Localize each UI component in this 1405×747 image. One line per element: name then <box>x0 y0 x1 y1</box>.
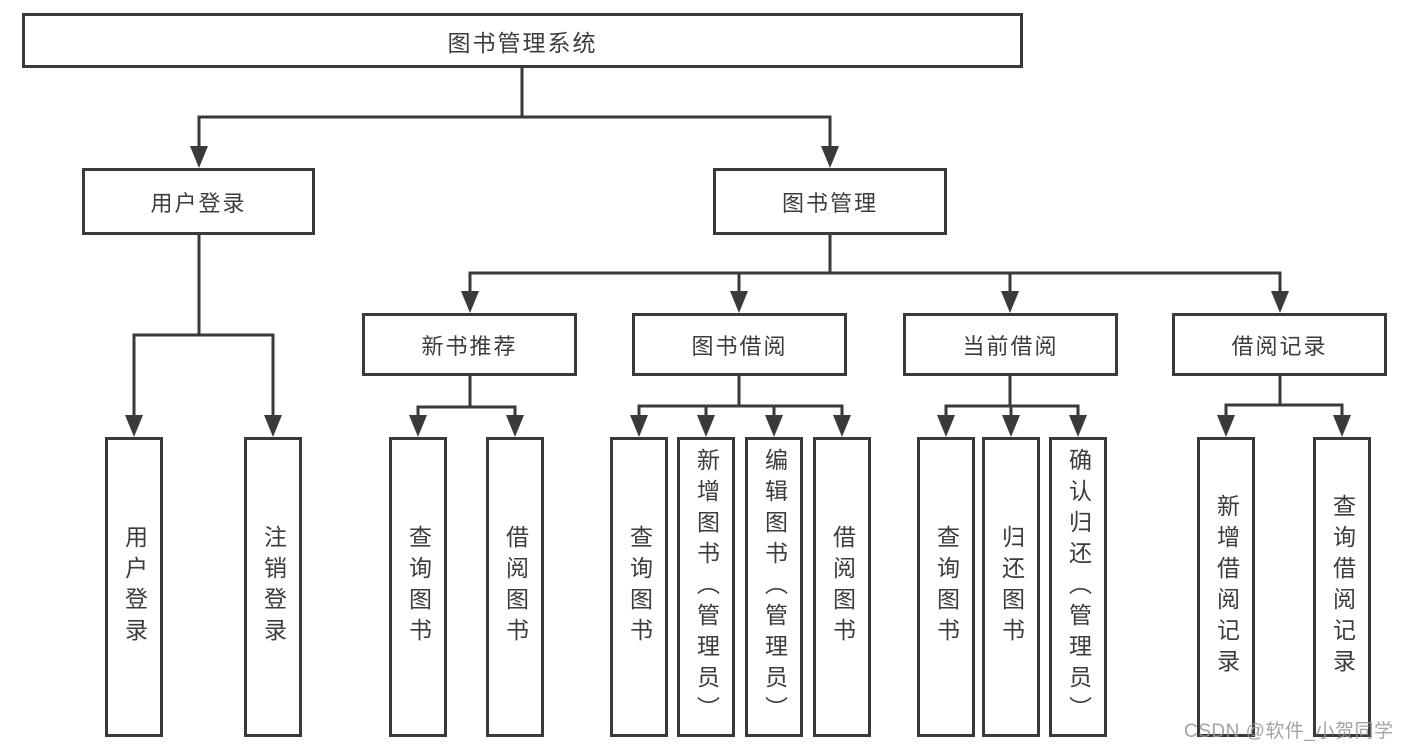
leaf-return-books: 归还图书 <box>982 437 1040 737</box>
node-library-system: 图书管理系统 <box>22 13 1023 68</box>
node-borrowing-records: 借阅记录 <box>1172 313 1387 376</box>
node-library-system-label: 图书管理系统 <box>447 29 598 56</box>
leaf-add-books-admin: 新增图书（管理员） <box>677 437 735 737</box>
leaf-query-books-newbook: 查询图书 <box>389 437 447 737</box>
leaf-borrow-books-borrow-label: 借阅图书 <box>829 525 856 649</box>
node-user-login: 用户登录 <box>82 168 315 235</box>
leaf-logout: 注销登录 <box>244 437 302 737</box>
csdn-watermark: CSDN @软件_小贺同学 <box>1184 721 1394 742</box>
leaf-query-books-newbook-label: 查询图书 <box>405 525 432 649</box>
node-book-management: 图书管理 <box>713 168 947 235</box>
node-current-borrowing-label: 当前借阅 <box>962 333 1059 359</box>
leaf-user-login-label: 用户登录 <box>121 525 148 649</box>
leaf-query-books-borrow: 查询图书 <box>610 437 668 737</box>
node-user-login-label: 用户登录 <box>150 190 247 216</box>
node-new-book-recommendation: 新书推荐 <box>362 313 577 376</box>
leaf-edit-books-admin-label: 编辑图书（管理员） <box>761 447 788 727</box>
leaf-query-borrow-record: 查询借阅记录 <box>1313 437 1371 737</box>
node-book-management-label: 图书管理 <box>781 190 878 216</box>
leaf-add-books-admin-label: 新增图书（管理员） <box>693 447 720 727</box>
node-new-book-recommendation-label: 新书推荐 <box>421 333 518 359</box>
leaf-confirm-return-admin: 确认归还（管理员） <box>1049 437 1107 737</box>
leaf-borrow-books-borrow: 借阅图书 <box>813 437 871 737</box>
node-book-borrowing-label: 图书借阅 <box>691 333 788 359</box>
leaf-query-books-current-label: 查询图书 <box>933 525 960 649</box>
node-book-borrowing: 图书借阅 <box>632 313 847 376</box>
leaf-add-borrow-record: 新增借阅记录 <box>1197 437 1255 737</box>
arrowheads <box>125 146 1351 437</box>
node-current-borrowing: 当前借阅 <box>903 313 1118 376</box>
leaf-borrow-books-newbook: 借阅图书 <box>486 437 544 737</box>
leaf-query-books-current: 查询图书 <box>917 437 975 737</box>
leaf-user-login: 用户登录 <box>105 437 163 737</box>
leaf-confirm-return-admin-label: 确认归还（管理员） <box>1065 447 1092 727</box>
leaf-edit-books-admin: 编辑图书（管理员） <box>745 437 803 737</box>
leaf-borrow-books-newbook-label: 借阅图书 <box>502 525 529 649</box>
leaf-query-borrow-record-label: 查询借阅记录 <box>1329 494 1356 680</box>
leaf-add-borrow-record-label: 新增借阅记录 <box>1213 494 1240 680</box>
leaf-query-books-borrow-label: 查询图书 <box>626 525 653 649</box>
leaf-return-books-label: 归还图书 <box>998 525 1025 649</box>
leaf-logout-label: 注销登录 <box>260 525 287 649</box>
node-borrowing-records-label: 借阅记录 <box>1231 333 1328 359</box>
